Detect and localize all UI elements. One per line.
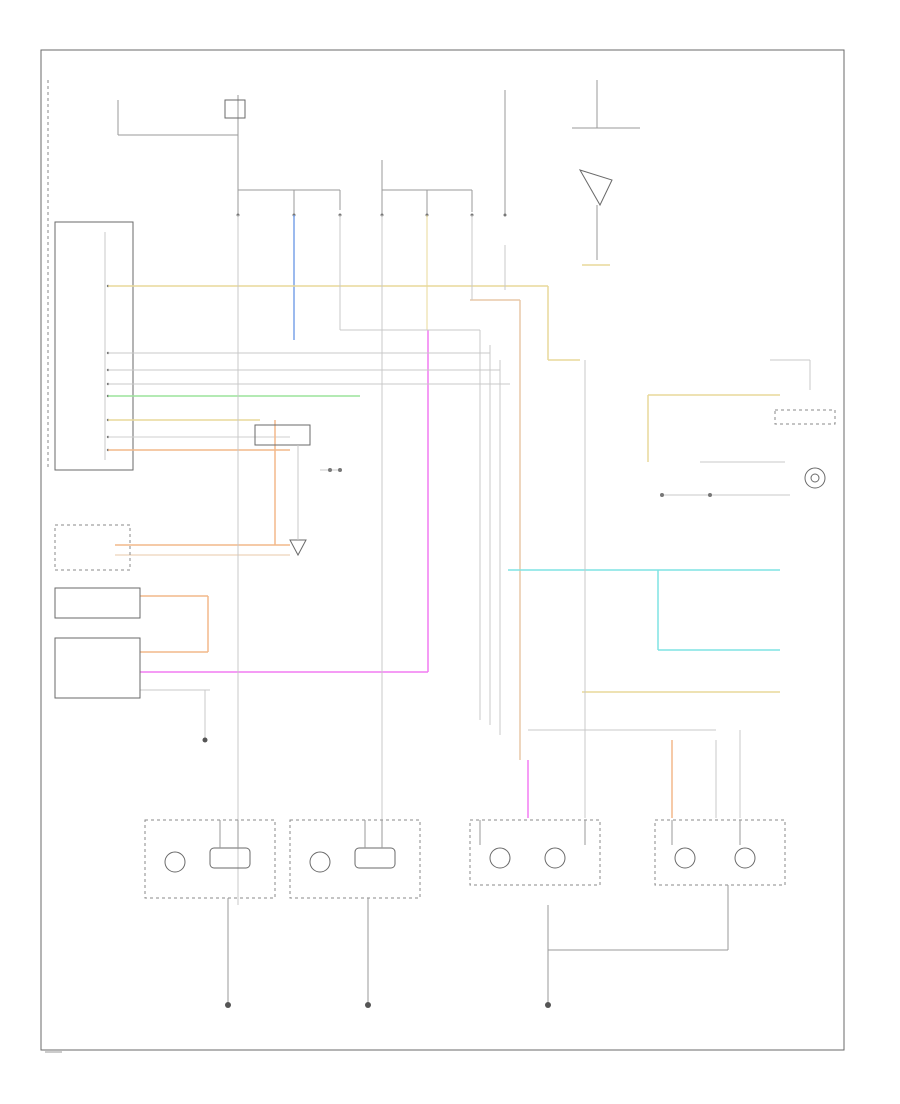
lamp-assembly-1 <box>144 819 276 899</box>
horn-symbol <box>804 467 826 489</box>
colored-wires <box>108 215 780 818</box>
ground-symbol <box>365 1002 371 1008</box>
module-pins <box>104 232 110 460</box>
control-module-box <box>54 221 134 471</box>
fuse-block-top <box>117 80 640 260</box>
ground-symbol <box>225 1002 231 1008</box>
connector-row-top <box>236 213 507 217</box>
left-boxes <box>54 524 208 743</box>
lamp-icon <box>734 847 756 869</box>
lamp-icon <box>544 847 566 869</box>
diagram-frame <box>40 49 845 1051</box>
lamp-assembly-3 <box>469 819 601 886</box>
lamp-assembly-4 <box>654 819 786 886</box>
ground-symbol <box>545 1002 551 1008</box>
right-components <box>660 409 836 497</box>
lamp-icon <box>674 847 696 869</box>
lamp-icon <box>309 851 331 873</box>
lamp-icon <box>489 847 511 869</box>
gray-wires <box>108 215 811 905</box>
lamp-assembly-2 <box>289 819 421 899</box>
lamp-icon <box>164 851 186 873</box>
relay-mid <box>254 424 342 557</box>
ground-wires <box>225 885 729 1008</box>
